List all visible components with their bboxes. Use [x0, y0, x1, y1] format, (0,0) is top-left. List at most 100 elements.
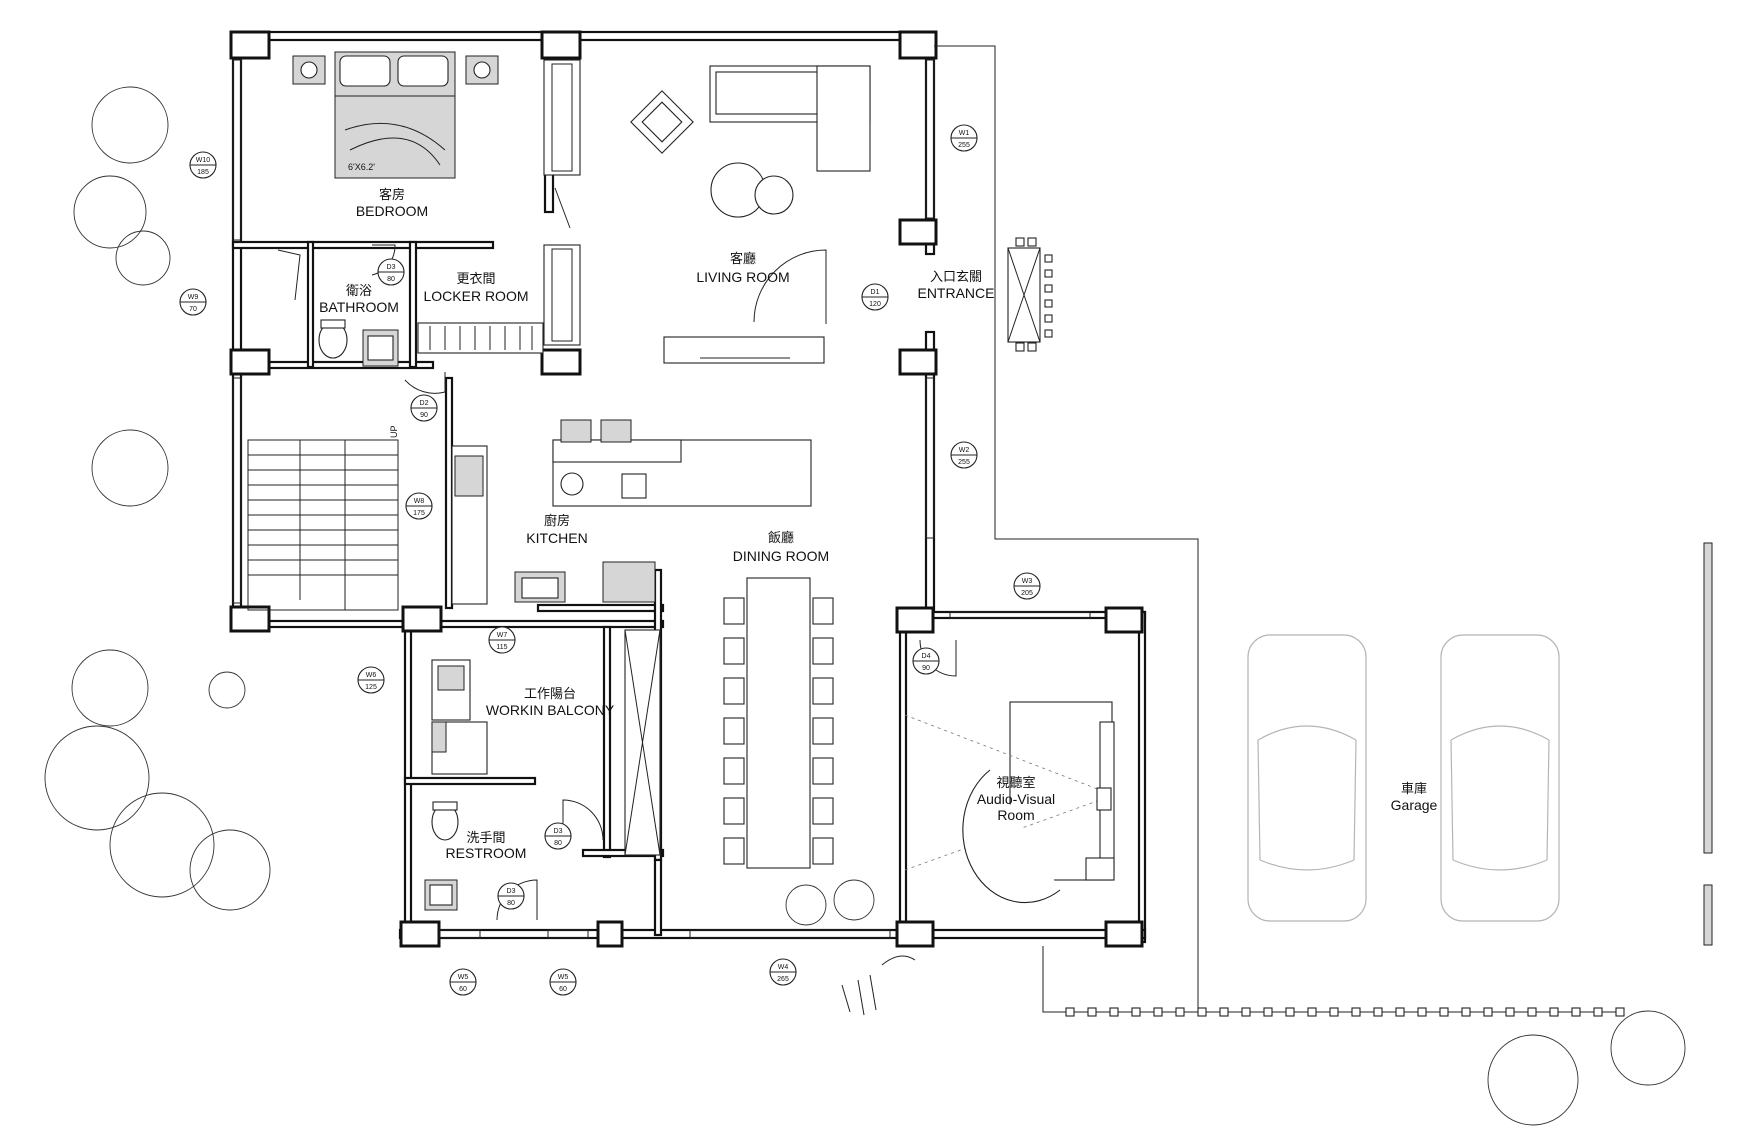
garage-label-en: Garage — [1391, 797, 1438, 813]
fence-posts — [1065, 1007, 1625, 1017]
stairs — [247, 439, 399, 611]
svg-text:80: 80 — [554, 840, 562, 847]
site-lines — [934, 45, 1620, 1013]
svg-text:115: 115 — [496, 644, 507, 651]
svg-text:120: 120 — [869, 301, 881, 308]
restroom-label-en: RESTROOM — [446, 845, 527, 861]
tag-w7: W7 115 — [488, 626, 516, 654]
tag-w3: W3 205 — [1013, 572, 1041, 600]
room-labels: 客房 BEDROOM 客廳 LIVING ROOM 入口玄關 ENTRANCE … — [319, 187, 1437, 861]
svg-text:D3: D3 — [387, 264, 396, 271]
garage-label-zh: 車庫 — [1401, 781, 1427, 796]
sink-1 — [362, 329, 399, 367]
svg-text:W10: W10 — [196, 157, 211, 164]
restroom-label-zh: 洗手間 — [466, 830, 505, 845]
bedroom-label-en: BEDROOM — [356, 203, 428, 219]
svg-text:D3: D3 — [554, 828, 563, 835]
sofa — [709, 65, 871, 172]
svg-text:W2: W2 — [959, 447, 970, 454]
locker-label-zh: 更衣間 — [456, 271, 495, 286]
tag-d3c: D3 80 — [497, 882, 525, 910]
dining-table — [746, 577, 811, 869]
svg-text:70: 70 — [189, 306, 197, 313]
balcony-label-zh: 工作陽台 — [524, 686, 576, 701]
armchair — [630, 90, 694, 154]
svg-text:D4: D4 — [922, 653, 931, 660]
svg-text:90: 90 — [922, 665, 930, 672]
tag-w9: W9 70 — [179, 288, 207, 316]
svg-text:60: 60 — [459, 986, 467, 993]
tag-d3a: D3 80 — [377, 258, 405, 286]
svg-text:125: 125 — [365, 684, 377, 691]
av-label-en-1: Audio-Visual — [977, 791, 1055, 807]
balcony-label-en: WORKIN BALCONY — [486, 702, 615, 718]
tag-d3b: D3 80 — [544, 822, 572, 850]
closets — [417, 59, 661, 856]
bedroom-label-zh: 客房 — [379, 187, 405, 202]
garage-wall — [1703, 542, 1713, 946]
svg-text:185: 185 — [197, 169, 209, 176]
dining-label-zh: 飯廳 — [768, 530, 794, 545]
tag-w6: W6 125 — [357, 666, 385, 694]
svg-text:W1: W1 — [959, 130, 970, 137]
car-left — [1247, 634, 1367, 922]
svg-text:W7: W7 — [497, 632, 508, 639]
tag-w8: W8 175 — [405, 492, 433, 520]
svg-text:255: 255 — [958, 459, 970, 466]
svg-text:80: 80 — [507, 900, 515, 907]
bathroom-label-en: BATHROOM — [319, 299, 399, 315]
av-label-zh: 視聽室 — [996, 775, 1035, 790]
bed — [334, 51, 456, 179]
svg-text:W4: W4 — [778, 964, 789, 971]
columns — [229, 30, 1144, 948]
nightstands — [292, 55, 499, 85]
toilet-1 — [318, 319, 348, 359]
windows — [232, 59, 1091, 939]
svg-text:W3: W3 — [1022, 578, 1033, 585]
balcony-fixtures — [431, 659, 488, 775]
svg-text:W5: W5 — [458, 974, 469, 981]
tag-w1: W1 255 — [950, 124, 978, 152]
svg-text:W5: W5 — [558, 974, 569, 981]
locker-label-en: LOCKER ROOM — [423, 288, 528, 304]
tree-icons — [44, 86, 1686, 1126]
svg-text:265: 265 — [777, 976, 789, 983]
tag-d4: D4 90 — [912, 647, 940, 675]
car-right — [1440, 634, 1560, 922]
av-screen — [904, 701, 1115, 904]
opening-tags: W10 185 W9 70 W1 255 W2 255 W3 205 — [179, 124, 1041, 996]
svg-text:60: 60 — [559, 986, 567, 993]
bed-size: 6'X6.2' — [348, 162, 375, 172]
entrance-label-zh: 入口玄關 — [930, 269, 982, 284]
tag-d2: D2 90 — [410, 394, 438, 422]
svg-text:W9: W9 — [188, 294, 199, 301]
svg-text:175: 175 — [413, 510, 425, 517]
kitchen-counter — [451, 445, 656, 605]
svg-text:D2: D2 — [420, 400, 429, 407]
bathroom-label-zh: 衛浴 — [346, 283, 372, 298]
svg-text:D1: D1 — [871, 289, 880, 296]
svg-text:205: 205 — [1021, 590, 1033, 597]
svg-text:90: 90 — [420, 412, 428, 419]
locker-hangers — [429, 326, 533, 350]
dining-chairs — [723, 597, 834, 865]
kitchen-label-zh: 廚房 — [544, 513, 570, 528]
sink-2 — [424, 879, 458, 911]
studio-logo-icon — [841, 955, 916, 1016]
svg-text:255: 255 — [958, 142, 970, 149]
toilet-2 — [431, 801, 459, 841]
doors — [277, 187, 957, 921]
av-label-en-2: Room — [997, 807, 1034, 823]
living-label-en: LIVING ROOM — [696, 269, 789, 285]
tag-d1: D1 120 — [861, 283, 889, 311]
tag-w5a: W5 60 — [449, 968, 477, 996]
svg-text:W8: W8 — [414, 498, 425, 505]
shoe-rack — [1007, 237, 1053, 352]
entrance-label-en: ENTRANCE — [917, 285, 994, 301]
tag-w5b: W5 60 — [549, 968, 577, 996]
tag-w2: W2 255 — [950, 441, 978, 469]
tag-w10: W10 185 — [189, 151, 217, 179]
stair-up-label: UP — [389, 425, 399, 438]
kitchen-island — [552, 419, 812, 507]
